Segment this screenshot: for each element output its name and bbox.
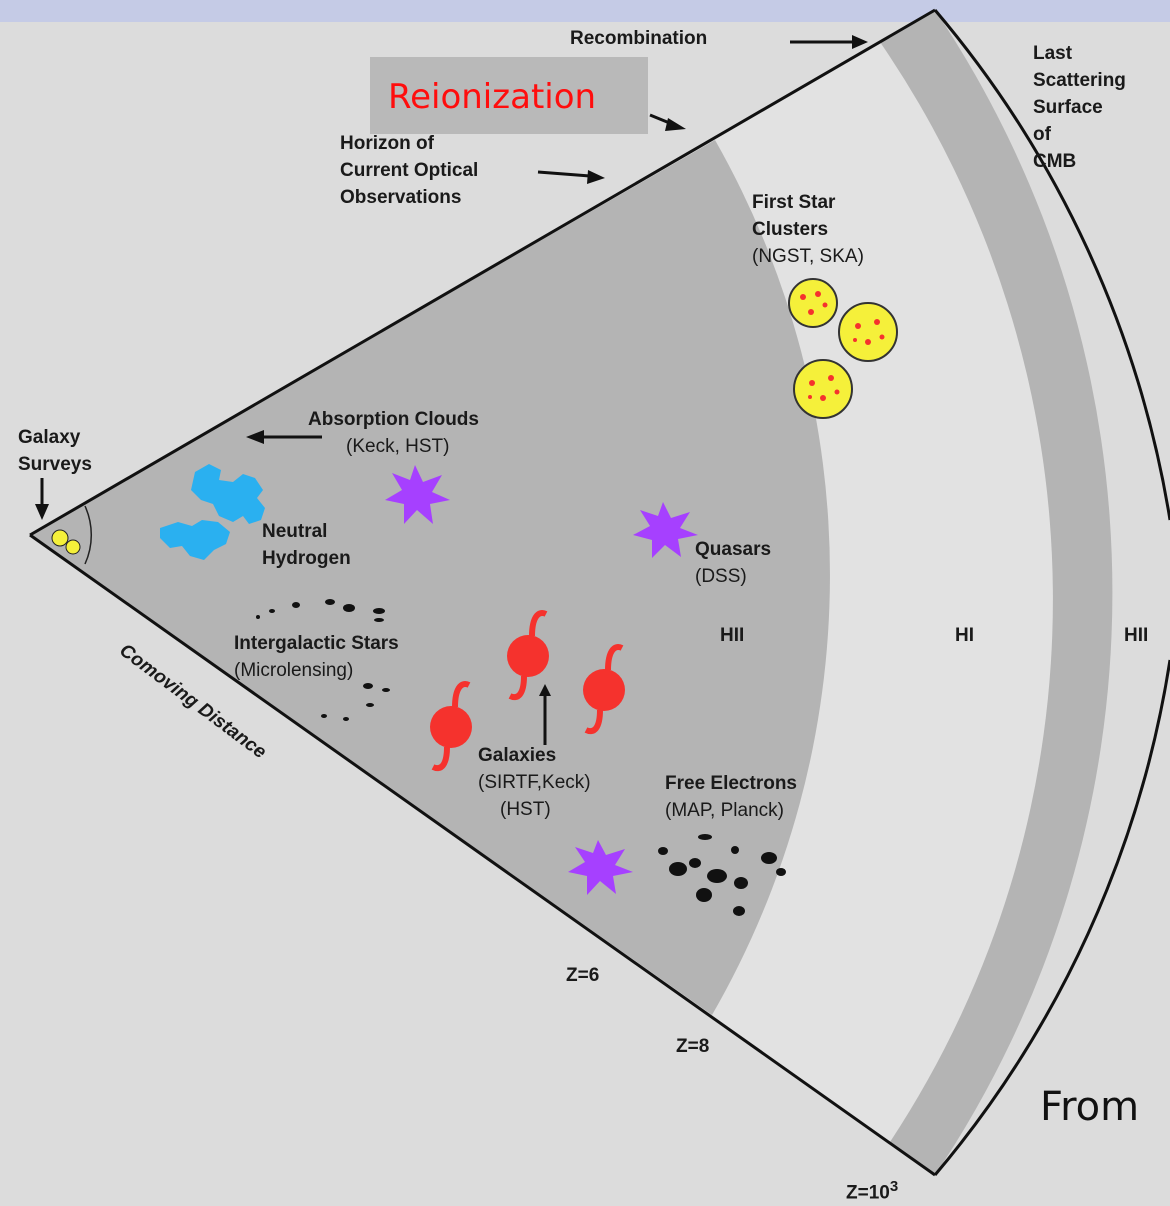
hydrogen-cloud	[160, 520, 230, 560]
intergalactic-title: Intergalactic Stars	[234, 633, 399, 654]
galaxy-survey-arc	[84, 505, 92, 565]
quasar-stars	[385, 465, 698, 895]
free-electrons-instruments: (MAP, Planck)	[665, 800, 784, 821]
galaxies-instruments: (SIRTF,Keck)	[478, 772, 591, 793]
recombination-arrowhead	[852, 35, 868, 49]
last-scattering-line: Surface	[1033, 97, 1103, 118]
hii-inner-label: HII	[720, 625, 745, 646]
neutral-hydrogen-label: Neutral Hydrogen	[262, 518, 351, 572]
hii-region	[30, 140, 830, 1015]
hii-outer-label: HII	[1124, 625, 1149, 646]
survey-galaxy-dot	[51, 529, 69, 547]
last-scattering-line: CMB	[1033, 151, 1077, 172]
survey-arrowhead	[35, 504, 49, 520]
galaxies-arrowhead	[539, 684, 551, 696]
horizon-label: Horizon of Current Optical Observations	[340, 130, 478, 211]
survey-galaxy-dot	[65, 539, 81, 555]
free-electron-dots	[658, 834, 786, 916]
neutral-line: Hydrogen	[262, 548, 351, 569]
from-caption: From	[1040, 1084, 1140, 1130]
top-bar	[0, 0, 1170, 22]
intergalactic-instruments: (Microlensing)	[234, 660, 354, 681]
quasars-label: Quasars (DSS)	[695, 536, 771, 590]
galaxy-icon	[430, 681, 472, 772]
recombination-label: Recombination	[570, 28, 708, 49]
star-marker	[568, 840, 633, 895]
galaxy-surveys-line: Surveys	[18, 454, 92, 475]
horizon-arrow	[537, 170, 591, 178]
galaxies-icons	[430, 610, 625, 772]
z6-label: Z=6	[566, 965, 600, 986]
star-marker	[385, 465, 450, 524]
last-scattering-line: of	[1033, 124, 1051, 145]
horizon-arrowhead	[587, 170, 605, 184]
absorption-title: Absorption Clouds	[308, 409, 479, 430]
cone-top-edge	[29, 8, 936, 537]
horizon-line: Current Optical	[340, 160, 479, 181]
quasars-instruments: (DSS)	[695, 566, 747, 587]
absorption-arrowhead	[246, 430, 264, 444]
galaxies-title: Galaxies	[478, 745, 557, 766]
neutral-line: Neutral	[262, 521, 328, 542]
cone-outer-arc-lower	[933, 659, 1170, 1176]
reionization-arrowhead	[665, 118, 686, 131]
star-cluster	[793, 359, 853, 419]
hydrogen-cloud	[191, 464, 265, 524]
neutral-hydrogen-clouds	[160, 464, 265, 560]
z8-label: Z=8	[676, 1036, 710, 1057]
first-star-line: First Star	[752, 192, 836, 213]
absorption-instruments: (Keck, HST)	[346, 436, 450, 457]
galaxy-icon	[507, 610, 549, 701]
arrows	[35, 35, 868, 745]
free-electrons-title: Free Electrons	[665, 773, 797, 794]
first-star-instruments: (NGST, SKA)	[752, 246, 864, 267]
galaxies-label: Galaxies (SIRTF,Keck) (HST)	[478, 742, 591, 823]
quasars-title: Quasars	[695, 539, 772, 560]
cone-outer-arc	[933, 9, 1170, 521]
first-star-line: Clusters	[752, 219, 829, 240]
first-star-clusters	[788, 278, 898, 419]
star-marker	[633, 502, 698, 558]
absorption-label: Absorption Clouds (Keck, HST)	[308, 406, 479, 460]
star-cluster	[788, 278, 838, 328]
cone-bottom-edge	[29, 533, 936, 1177]
horizon-line: Observations	[340, 187, 462, 208]
galaxy-icon	[583, 644, 625, 735]
free-electrons-label: Free Electrons (MAP, Planck)	[665, 770, 797, 824]
last-scattering-label: Last Scattering Surface of CMB	[1033, 40, 1126, 175]
star-cluster	[838, 302, 898, 362]
horizon-line: Horizon of	[340, 133, 434, 154]
reionization-box: Reionization	[370, 57, 648, 134]
first-star-label: First Star Clusters (NGST, SKA)	[752, 189, 864, 270]
z1000-label: Z=103	[846, 1173, 898, 1206]
last-scattering-line: Last	[1033, 43, 1073, 64]
z1000-exponent: 3	[889, 1178, 899, 1195]
last-scattering-line: Scattering	[1033, 70, 1126, 91]
intergalactic-label: Intergalactic Stars (Microlensing)	[234, 630, 399, 684]
galaxies-instruments: (HST)	[500, 799, 551, 820]
intergalactic-star-dots	[256, 599, 390, 721]
galaxy-surveys-line: Galaxy	[18, 427, 81, 448]
galaxy-surveys-label: Galaxy Surveys	[18, 424, 92, 478]
hi-label: HI	[955, 625, 974, 646]
reionization-label: Reionization	[388, 77, 597, 117]
z1000-base: Z=10	[846, 1182, 890, 1204]
